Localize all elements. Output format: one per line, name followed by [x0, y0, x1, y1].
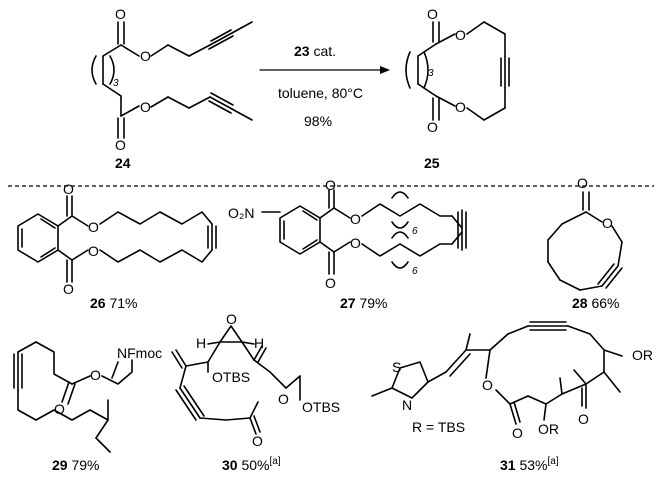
atom-o: O	[577, 175, 588, 191]
compound-label-27: 27 79%	[340, 295, 388, 311]
atom-o: O	[226, 311, 237, 327]
or-group: OR	[538, 421, 559, 437]
repeat-count: 3	[113, 78, 119, 89]
or-group: OR	[632, 347, 653, 363]
compound-24-structure: O O 3 O O	[91, 6, 253, 153]
atom-o: O	[115, 6, 126, 22]
atom-o: O	[90, 367, 101, 383]
atom-o: O	[482, 377, 493, 393]
atom-o: O	[115, 137, 126, 153]
reaction-solvent: toluene, 80°C	[278, 85, 363, 101]
substituent-note: R = TBS	[412, 419, 465, 435]
atom-o: O	[140, 99, 151, 115]
compound-29-structure: O O NFmoc	[13, 341, 162, 453]
atom-o: O	[350, 235, 361, 251]
compound-number-25: 25	[424, 155, 440, 171]
atom-o: O	[63, 181, 74, 197]
compound-number-24: 24	[115, 155, 131, 171]
compound-label-28: 28 66%	[572, 295, 620, 311]
reaction-arrow	[259, 66, 390, 74]
atom-o: O	[140, 48, 151, 64]
atom-o: O	[63, 281, 74, 297]
repeat-count: 6	[412, 226, 418, 237]
compound-label-31: 31 53%[a]	[500, 456, 559, 473]
atom-o: O	[88, 219, 99, 235]
atom-o: O	[427, 6, 438, 22]
atom-o: O	[578, 411, 589, 427]
atom-o: O	[252, 433, 263, 449]
compound-27-structure: O₂N O O O O 6 6	[228, 177, 467, 291]
atom-o: O	[427, 119, 438, 135]
compound-label-29: 29 79%	[52, 457, 100, 473]
otbs-group: OTBS	[212, 369, 250, 385]
compound-26-structure: O O O O	[17, 181, 217, 297]
compound-label-30: 30 50%[a]	[222, 456, 281, 473]
atom-o: O	[54, 401, 65, 417]
atom-o: O	[325, 177, 336, 193]
compound-30-structure: O H H O OTBS OTBS O	[171, 311, 340, 449]
otbs-group: OTBS	[302, 399, 340, 415]
atom-o: O	[88, 243, 99, 259]
nitro-group: O₂N	[228, 205, 254, 221]
atom-o: O	[350, 211, 361, 227]
atom-o: O	[602, 215, 613, 231]
compound-25-structure: O O O O 3	[405, 6, 510, 135]
repeat-count: 3	[428, 68, 434, 79]
atom-o: O	[455, 27, 466, 43]
atom-h: H	[196, 335, 206, 351]
compound-28-structure: O O	[547, 175, 623, 291]
reaction-catalyst: 23 cat.	[294, 43, 336, 59]
atom-o: O	[455, 99, 466, 115]
compound-31-structure: S N O OR O OR O	[371, 321, 653, 441]
fmoc-amine-group: NFmoc	[117, 345, 162, 361]
reaction-yield: 98%	[304, 113, 332, 129]
atom-o: O	[325, 275, 336, 291]
atom-s: S	[392, 359, 401, 375]
compound-label-26: 26 71%	[90, 295, 138, 311]
atom-h: H	[254, 335, 264, 351]
atom-o: O	[512, 425, 523, 441]
repeat-count: 6	[412, 266, 418, 277]
atom-o: O	[278, 391, 289, 407]
atom-n: N	[402, 397, 412, 413]
